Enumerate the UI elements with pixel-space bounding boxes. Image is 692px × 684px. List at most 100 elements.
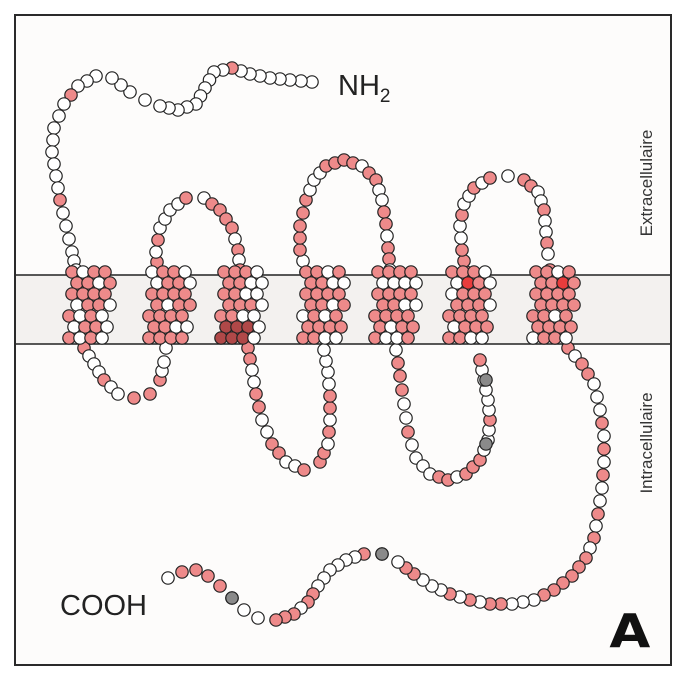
- residue: [45, 145, 59, 159]
- residue: [127, 391, 141, 405]
- residue: [56, 206, 70, 220]
- residue: [556, 576, 570, 590]
- residue: [243, 352, 257, 366]
- residue: [329, 331, 343, 345]
- residue: [565, 569, 579, 583]
- residue: [337, 276, 351, 290]
- residue: [95, 309, 109, 323]
- residue: [151, 233, 165, 247]
- residue: [501, 169, 515, 183]
- residue: [201, 569, 215, 583]
- residue: [404, 265, 418, 279]
- residue: [564, 320, 578, 334]
- residue: [47, 121, 61, 135]
- residue: [567, 276, 581, 290]
- residue: [250, 265, 264, 279]
- residue: [597, 442, 611, 456]
- residue: [252, 400, 266, 414]
- residue: [455, 208, 469, 222]
- residue: [559, 331, 573, 345]
- residue: [332, 287, 346, 301]
- residue: [483, 276, 497, 290]
- residue: [541, 247, 555, 261]
- residue: [409, 276, 423, 290]
- residue: [269, 613, 283, 627]
- residue: [51, 181, 65, 195]
- residue: [562, 265, 576, 279]
- residue: [52, 109, 66, 123]
- residue: [597, 429, 611, 443]
- residue: [252, 320, 266, 334]
- residue: [95, 331, 109, 345]
- residue: [579, 551, 593, 565]
- residue: [265, 437, 279, 451]
- residue: [255, 298, 269, 312]
- residue: [455, 243, 469, 257]
- residue: [213, 579, 227, 593]
- panel-letter: A: [609, 604, 651, 658]
- residue: [591, 507, 605, 521]
- residue: [178, 287, 192, 301]
- residue: [581, 367, 595, 381]
- residue: [399, 411, 413, 425]
- residue: [559, 309, 573, 323]
- residue: [375, 193, 389, 207]
- residue: [64, 88, 78, 102]
- residue: [255, 276, 269, 290]
- residue: [183, 276, 197, 290]
- residue: [157, 355, 171, 369]
- residue: [575, 357, 589, 371]
- residue: [483, 171, 497, 185]
- residue: [323, 401, 337, 415]
- n-terminus-label: NH2: [338, 70, 391, 107]
- residue: [317, 343, 331, 357]
- residue: [247, 331, 261, 345]
- residue: [380, 229, 394, 243]
- residue: [247, 309, 261, 323]
- residue: [404, 287, 418, 301]
- residue: [375, 547, 389, 561]
- residue: [255, 413, 269, 427]
- residue: [323, 389, 337, 403]
- residue: [293, 231, 307, 245]
- residue: [391, 356, 405, 370]
- residue: [71, 79, 85, 93]
- residue: [377, 205, 391, 219]
- residue: [567, 298, 581, 312]
- amino-acid-chain: [45, 61, 611, 627]
- residue: [401, 331, 415, 345]
- residue: [59, 219, 73, 233]
- residue: [62, 232, 76, 246]
- residue: [453, 219, 467, 233]
- residue: [479, 373, 493, 387]
- residue: [237, 603, 251, 617]
- residue: [379, 217, 393, 231]
- residue: [595, 416, 609, 430]
- residue: [562, 287, 576, 301]
- residue: [103, 276, 117, 290]
- residue: [260, 425, 274, 439]
- residue: [251, 611, 265, 625]
- residue: [595, 481, 609, 495]
- residue: [189, 563, 203, 577]
- intracellular-label: Intracellulaire: [637, 392, 656, 494]
- residue: [175, 565, 189, 579]
- residue: [178, 265, 192, 279]
- residue: [143, 387, 157, 401]
- residue: [587, 377, 601, 391]
- residue: [180, 320, 194, 334]
- residue: [590, 390, 604, 404]
- residue: [397, 397, 411, 411]
- residue: [123, 85, 137, 99]
- residue: [105, 71, 119, 85]
- residue: [47, 157, 61, 171]
- residue: [175, 309, 189, 323]
- residue: [332, 265, 346, 279]
- residue: [406, 320, 420, 334]
- residue: [405, 438, 419, 452]
- residue: [293, 243, 307, 257]
- residue: [322, 425, 336, 439]
- residue: [297, 463, 311, 477]
- residue: [293, 219, 307, 233]
- residue: [516, 595, 530, 609]
